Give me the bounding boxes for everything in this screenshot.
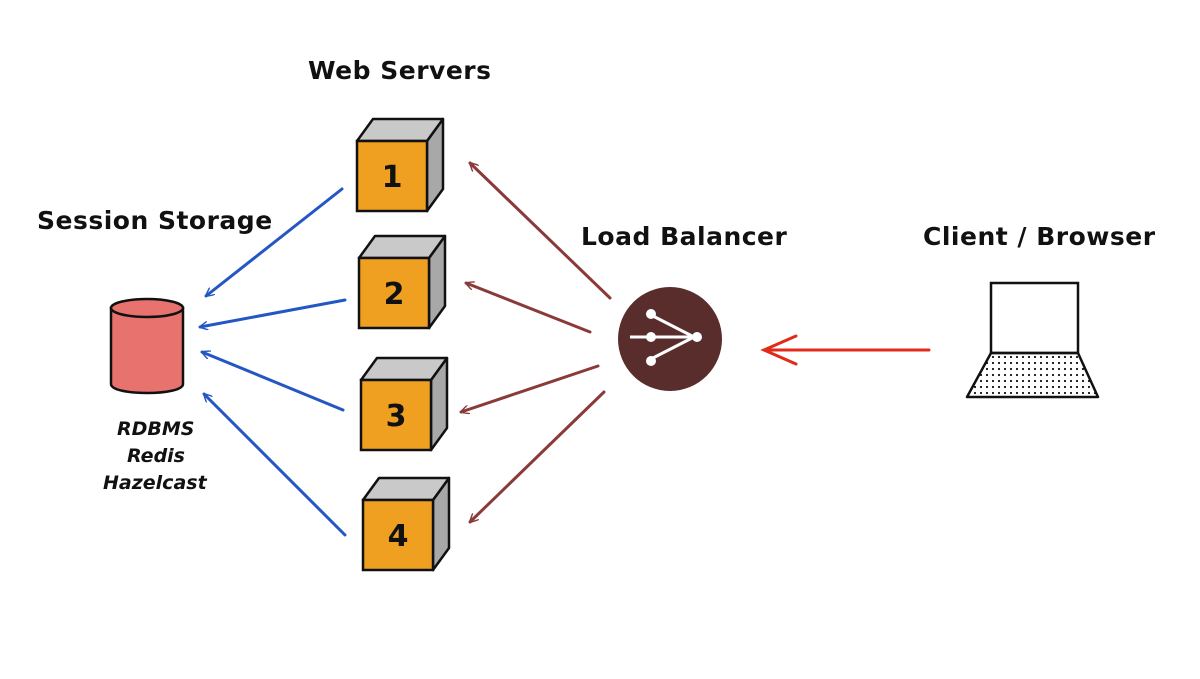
laptop-icon [965,281,1100,399]
arrow-lb-server2 [466,283,592,334]
server-front-face [355,139,429,213]
session-storage-title: Session Storage [37,206,273,235]
server-number-label: 4 [388,519,409,554]
server-to-storage-arrows [200,187,347,537]
arrow-server3-storage [202,352,345,412]
arrow-lb-server1 [470,163,612,300]
server-cube-4[interactable]: 4 [361,476,451,572]
server-number-label: 3 [386,399,407,434]
web-servers-title: Web Servers [308,56,492,85]
storage-item-rdbms: RDBMS [117,418,195,440]
load-balancer-circle [618,287,722,391]
arrow-server4-storage [204,394,347,537]
arrow-server1-storage [206,187,344,296]
web-servers-group: 1 2 3 4 [355,117,451,572]
load-balancer-title: Load Balancer [581,222,788,251]
storage-item-hazelcast: Hazelcast [103,472,207,494]
client-browser-title: Client / Browser [923,222,1156,251]
server-front-face [359,378,433,452]
arrow-server2-storage [200,298,347,327]
arrow-lb-server4 [470,390,606,522]
lb-to-server-arrows [461,163,612,522]
server-cube-1[interactable]: 1 [355,117,445,213]
server-number-label: 1 [382,160,403,195]
client-to-lb-arrow [760,334,931,366]
server-cube-3[interactable]: 3 [359,356,449,452]
storage-item-redis: Redis [127,445,185,467]
server-front-face [361,498,435,572]
server-number-label: 2 [384,277,405,312]
share-icon [630,309,702,366]
server-top-face [361,476,451,502]
database-cylinder-icon [109,297,185,395]
server-cube-2[interactable]: 2 [357,234,447,330]
server-top-face [355,117,445,143]
server-top-face [357,234,447,260]
load-balancer-node[interactable] [618,287,722,391]
arrow-lb-server3 [461,364,600,412]
server-front-face [357,256,431,330]
server-top-face [359,356,449,382]
